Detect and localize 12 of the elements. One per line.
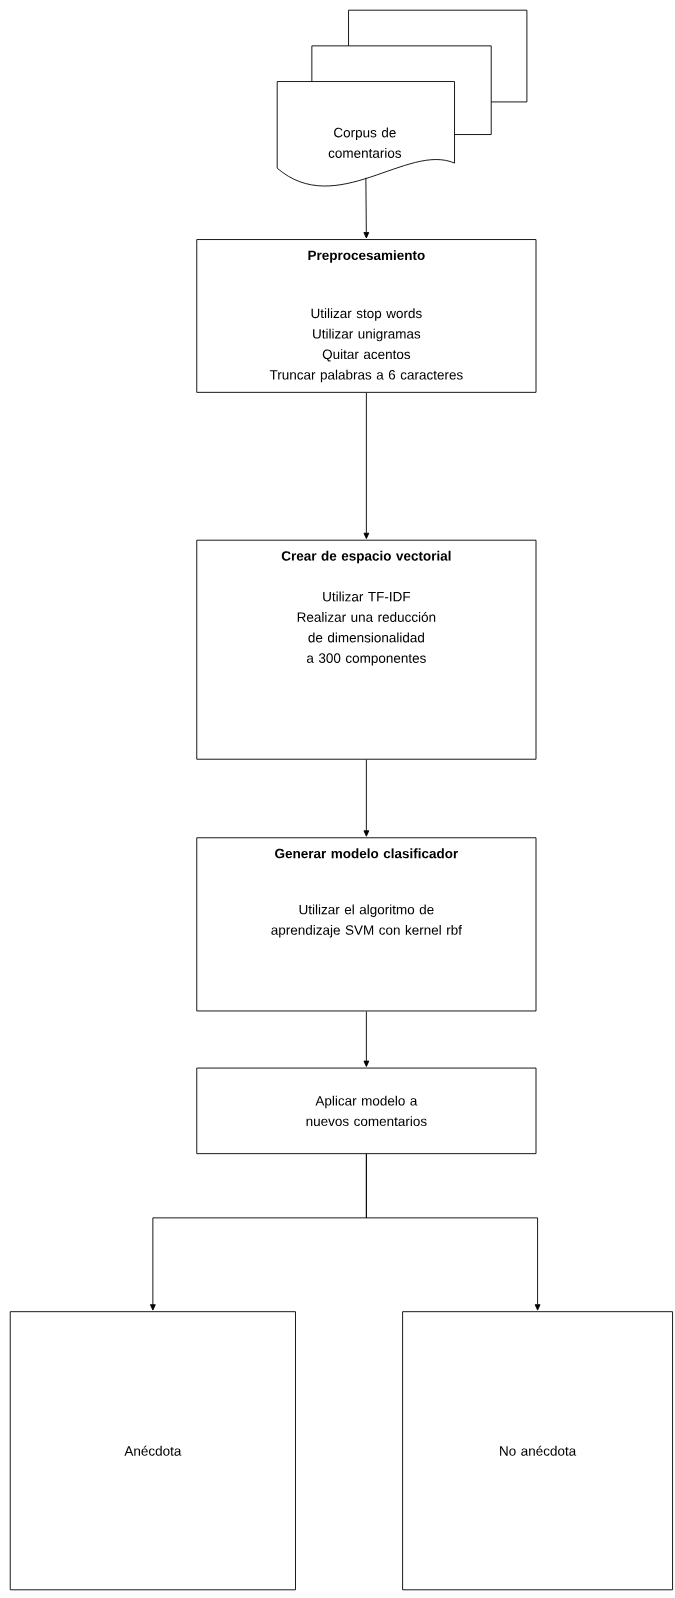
document-stack: Corpus de comentarios	[276, 9, 528, 187]
process-box: Generar modelo clasificador Utilizar el algoritmo de aprendizaje SVM con kernel rbf	[196, 837, 537, 1012]
arrow	[363, 177, 370, 239]
process-box: Preprocesamiento Utilizar stop words Utilizar unigramas Quitar acentos Truncar palabras a 6 caracteres	[196, 239, 537, 393]
process-box: Crear de espacio vectorial Utilizar TF-IDF Realizar una reducción de dimensionalidad a 300 componentes	[196, 539, 537, 760]
process-box: No anécdota	[402, 1311, 674, 1591]
process-box: Aplicar modelo a nuevos comentarios	[196, 1067, 537, 1155]
arrow	[363, 759, 370, 837]
arrow	[363, 1010, 370, 1067]
arrow	[363, 392, 370, 540]
process-box: Anécdota	[9, 1311, 297, 1591]
arrow	[366, 1153, 541, 1311]
